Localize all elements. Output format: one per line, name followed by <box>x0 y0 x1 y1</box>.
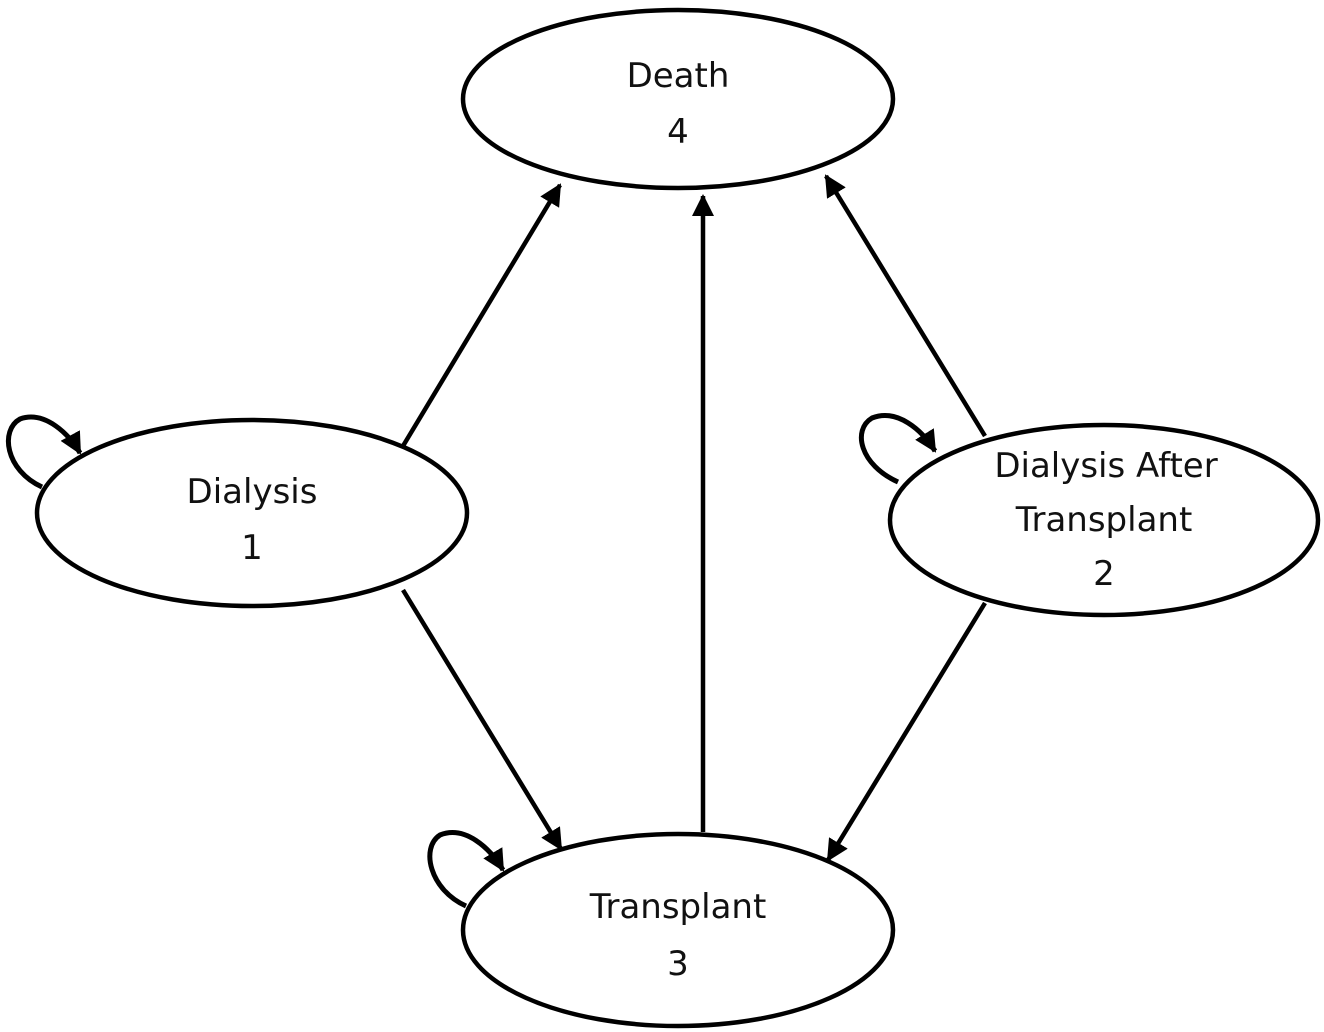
state-transplant-number: 3 <box>667 944 689 984</box>
state-dialysis-after-transplant: Dialysis After Transplant 2 <box>887 422 1321 618</box>
state-transplant-shape <box>460 831 896 1029</box>
state-dialysis-after-name-line2: Transplant <box>1015 500 1193 540</box>
state-death-shape <box>460 7 896 191</box>
transition-edges <box>401 174 987 862</box>
state-transplant: Transplant 3 <box>460 831 896 1029</box>
self-loop-dialysis-after <box>858 413 938 485</box>
state-death-number: 4 <box>667 112 689 152</box>
state-dialysis-name: Dialysis <box>187 472 318 512</box>
self-loop-transplant <box>427 830 506 909</box>
edge-dialysis-after-to-transplant <box>826 601 987 862</box>
state-dialysis-after-shape <box>887 422 1321 618</box>
self-loops <box>5 413 938 909</box>
state-dialysis-shape <box>34 417 470 609</box>
edge-dialysis-to-death <box>401 183 562 448</box>
state-dialysis: Dialysis 1 <box>34 417 470 609</box>
edge-dialysis-after-to-death <box>824 174 987 438</box>
state-transplant-name: Transplant <box>589 887 767 927</box>
state-dialysis-number: 1 <box>241 528 263 568</box>
state-death-name: Death <box>627 56 730 96</box>
state-dialysis-after-name-line1: Dialysis After <box>994 446 1217 486</box>
self-loop-dialysis <box>5 414 83 490</box>
state-death: Death 4 <box>460 7 896 191</box>
state-dialysis-after-number: 2 <box>1093 554 1115 594</box>
edge-dialysis-to-transplant <box>401 588 563 851</box>
